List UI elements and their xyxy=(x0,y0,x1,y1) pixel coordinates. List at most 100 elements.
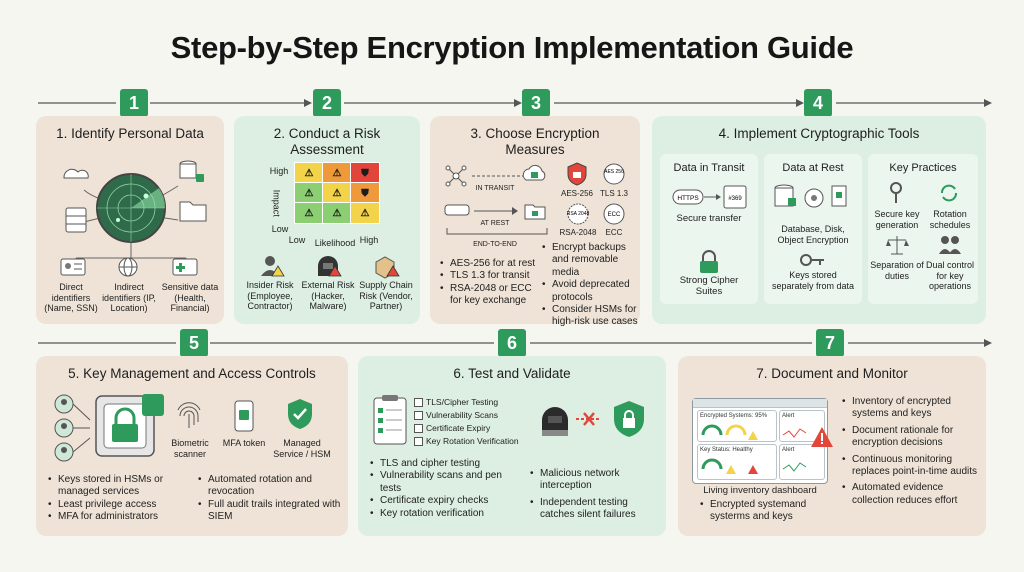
alert-1-text: Alert xyxy=(782,413,795,419)
list-item: Full audit trails integrated with SIEM xyxy=(198,499,344,524)
checklist-label: TLS/Cipher Testing xyxy=(426,397,499,407)
globe-icon xyxy=(118,257,138,277)
checklist-item: Certificate Expiry xyxy=(414,422,530,435)
step-3-title: 3. Choose Encryption Measures xyxy=(470,126,600,157)
in-transit-label: IN TRANSIT xyxy=(475,185,515,192)
heatmap-cell: ⚠ xyxy=(294,162,324,184)
category-indirect-identifiers: Indirect identifiers (IP, Location) xyxy=(102,282,156,313)
key-generation-icon xyxy=(890,182,902,203)
heatmap-cell: ⚠ xyxy=(322,162,352,184)
key-icon xyxy=(800,254,824,266)
list-item: Keys stored in HSMs or managed services xyxy=(48,474,194,499)
axis-likelihood-label: Likelihood xyxy=(314,238,356,248)
axis-low-x-label: Low xyxy=(288,235,306,245)
step-2-panel: 2. Conduct a Risk Assessment High Impact… xyxy=(234,116,420,324)
dashboard-caption: Living inventory dashboard xyxy=(703,485,817,496)
ecc-label: ECC xyxy=(605,228,623,237)
checklist-item: Key Rotation Verification xyxy=(414,435,530,448)
step-4-panel: 4. Implement Cryptographic Tools Data in… xyxy=(652,116,986,324)
heatmap-cell: ⛊ xyxy=(350,162,380,184)
insider-person-icon xyxy=(261,256,285,277)
list-item: Avoid deprecated protocols xyxy=(542,279,638,304)
alert-widget-1: Alert xyxy=(779,410,825,442)
warning-icon xyxy=(811,427,833,447)
step-badge-5: 5 xyxy=(180,329,208,357)
heatmap-cell: ⚠ xyxy=(294,202,324,224)
rest-methods-label: Database, Disk, Object Encryption xyxy=(777,224,849,245)
list-item: Certificate expiry checks xyxy=(370,495,520,508)
list-item: Inventory of encrypted systems and keys xyxy=(842,396,982,421)
step-6-bullets-right: Malicious network interception Independe… xyxy=(530,468,662,522)
axis-high-x-label: High xyxy=(359,235,379,245)
scales-icon xyxy=(886,236,909,255)
biometric-label: Biometric scanner xyxy=(171,438,209,459)
encrypted-systems-text: Encrypted Systems: 95% xyxy=(700,413,768,419)
step-5-panel: 5. Key Management and Access Controls Bi… xyxy=(36,356,348,536)
step-2-title: 2. Conduct a Risk Assessment xyxy=(273,126,381,157)
axis-impact-label: Impact xyxy=(271,189,282,217)
step-badge-7: 7 xyxy=(816,329,844,357)
list-item: MFA for administrators xyxy=(48,511,194,524)
strong-cipher-label: Strong Cipher Suites xyxy=(679,275,739,297)
list-item: Vulnerability scans and pen tests xyxy=(370,470,520,495)
data-in-transit-card: Data in Transit HTTPS#369 Secure transfe… xyxy=(660,154,758,304)
list-item: Malicious network interception xyxy=(530,468,662,493)
key-practices-title: Key Practices xyxy=(889,162,957,174)
page-title: Step-by-Step Encryption Implementation G… xyxy=(170,30,854,65)
hacker-icon xyxy=(318,256,342,277)
attacker-icon xyxy=(542,407,568,436)
data-at-rest-title: Data at Rest xyxy=(782,162,844,174)
risk-insider-label: Insider Risk (Employee, Contractor) xyxy=(246,280,294,311)
tls-13-label: TLS 1.3 xyxy=(599,189,628,198)
step-1-panel: 1. Identify Personal Data Direct identif… xyxy=(36,116,224,324)
mfa-phone-icon xyxy=(234,400,254,432)
list-item: Automated rotation and revocation xyxy=(198,474,344,499)
disk-drive-icon xyxy=(444,204,470,216)
key-status-text: Key Status: Healthy xyxy=(700,447,753,453)
list-item: AES-256 for at rest xyxy=(440,258,544,271)
axis-low-label: Low xyxy=(271,224,289,234)
step-1-title: 1. Identify Personal Data xyxy=(56,126,204,141)
checkbox-icon xyxy=(414,437,423,446)
step-badge-2: 2 xyxy=(313,89,341,117)
users-icon xyxy=(54,394,91,462)
axis-high-label: High xyxy=(269,166,289,176)
list-item: Encrypted systemand systerms and keys xyxy=(700,499,830,524)
key-status-widget: Key Status: Healthy xyxy=(697,444,777,480)
at-rest-label: AT REST xyxy=(480,220,510,227)
practice-rotation: Rotation schedules xyxy=(929,209,971,230)
checklist-item: Vulnerability Scans xyxy=(414,409,530,422)
https-icon: HTTPS#369 xyxy=(672,185,747,209)
step-7-title: 7. Document and Monitor xyxy=(756,366,908,381)
clipboard-icon xyxy=(373,395,407,445)
cloud-lock-icon xyxy=(522,164,546,181)
list-item: Independent testing catches silent failu… xyxy=(530,497,662,522)
step-5-bullets-left: Keys stored in HSMs or managed services … xyxy=(48,474,194,524)
checklist-item: TLS/Cipher Testing xyxy=(414,396,530,409)
ecc-badge-text: ECC xyxy=(608,212,621,218)
list-item: Key rotation verification xyxy=(370,508,520,521)
dashboard-gauges xyxy=(701,424,807,474)
fingerprint-icon xyxy=(177,402,201,428)
managed-hsm-label: Managed Service / HSM xyxy=(273,438,331,459)
list-item: Consider HSMs for high-risk use cases xyxy=(542,304,638,329)
vault-icon xyxy=(95,394,164,457)
aes-badge-icon: AES 256 xyxy=(603,163,625,185)
storage-icons xyxy=(774,184,847,208)
person-card-icon xyxy=(60,258,86,276)
rotation-icon xyxy=(941,184,957,202)
cipher-lock-icon xyxy=(700,250,718,273)
step-4-title: 4. Implement Cryptographic Tools xyxy=(718,126,920,141)
rsa-badge-icon: RSA 2048 xyxy=(567,203,589,225)
step-7-bullets-right: Inventory of encrypted systems and keys … xyxy=(842,396,982,507)
heatmap-cell: ⚠ xyxy=(322,202,352,224)
risk-heatmap: ⚠⚠⛊⚠⚠⛊⚠⚠⚠ xyxy=(294,162,380,224)
step-badge-1: 1 xyxy=(120,89,148,117)
step-7-panel: 7. Document and Monitor Encrypted System… xyxy=(678,356,986,536)
secure-transfer-label: Secure transfer xyxy=(676,213,742,224)
managed-shield-icon xyxy=(288,399,312,429)
end-to-end-bracket xyxy=(446,228,548,235)
dashboard-window: Encrypted Systems: 95% Alert Key Status:… xyxy=(692,398,828,484)
